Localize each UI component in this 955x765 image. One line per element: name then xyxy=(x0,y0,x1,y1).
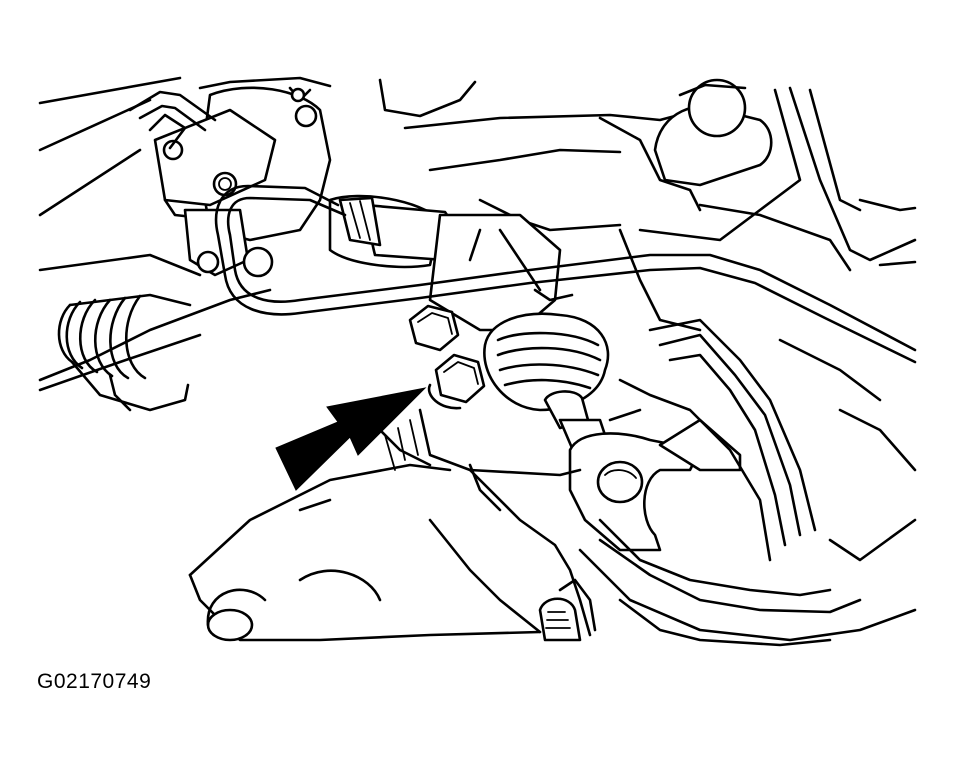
upper-boss xyxy=(653,78,773,187)
mounting-bolts xyxy=(408,304,486,410)
lower-housing xyxy=(188,408,832,647)
callout-arrow-icon xyxy=(275,387,427,491)
clutch-master-cylinder xyxy=(328,194,562,332)
background-structure xyxy=(38,76,917,332)
ribbed-cable xyxy=(38,253,272,412)
reservoir-bracket xyxy=(148,86,332,278)
clevis-pedal xyxy=(568,318,917,642)
hydraulic-line xyxy=(128,90,917,364)
figure-code: G02170749 xyxy=(37,670,152,693)
